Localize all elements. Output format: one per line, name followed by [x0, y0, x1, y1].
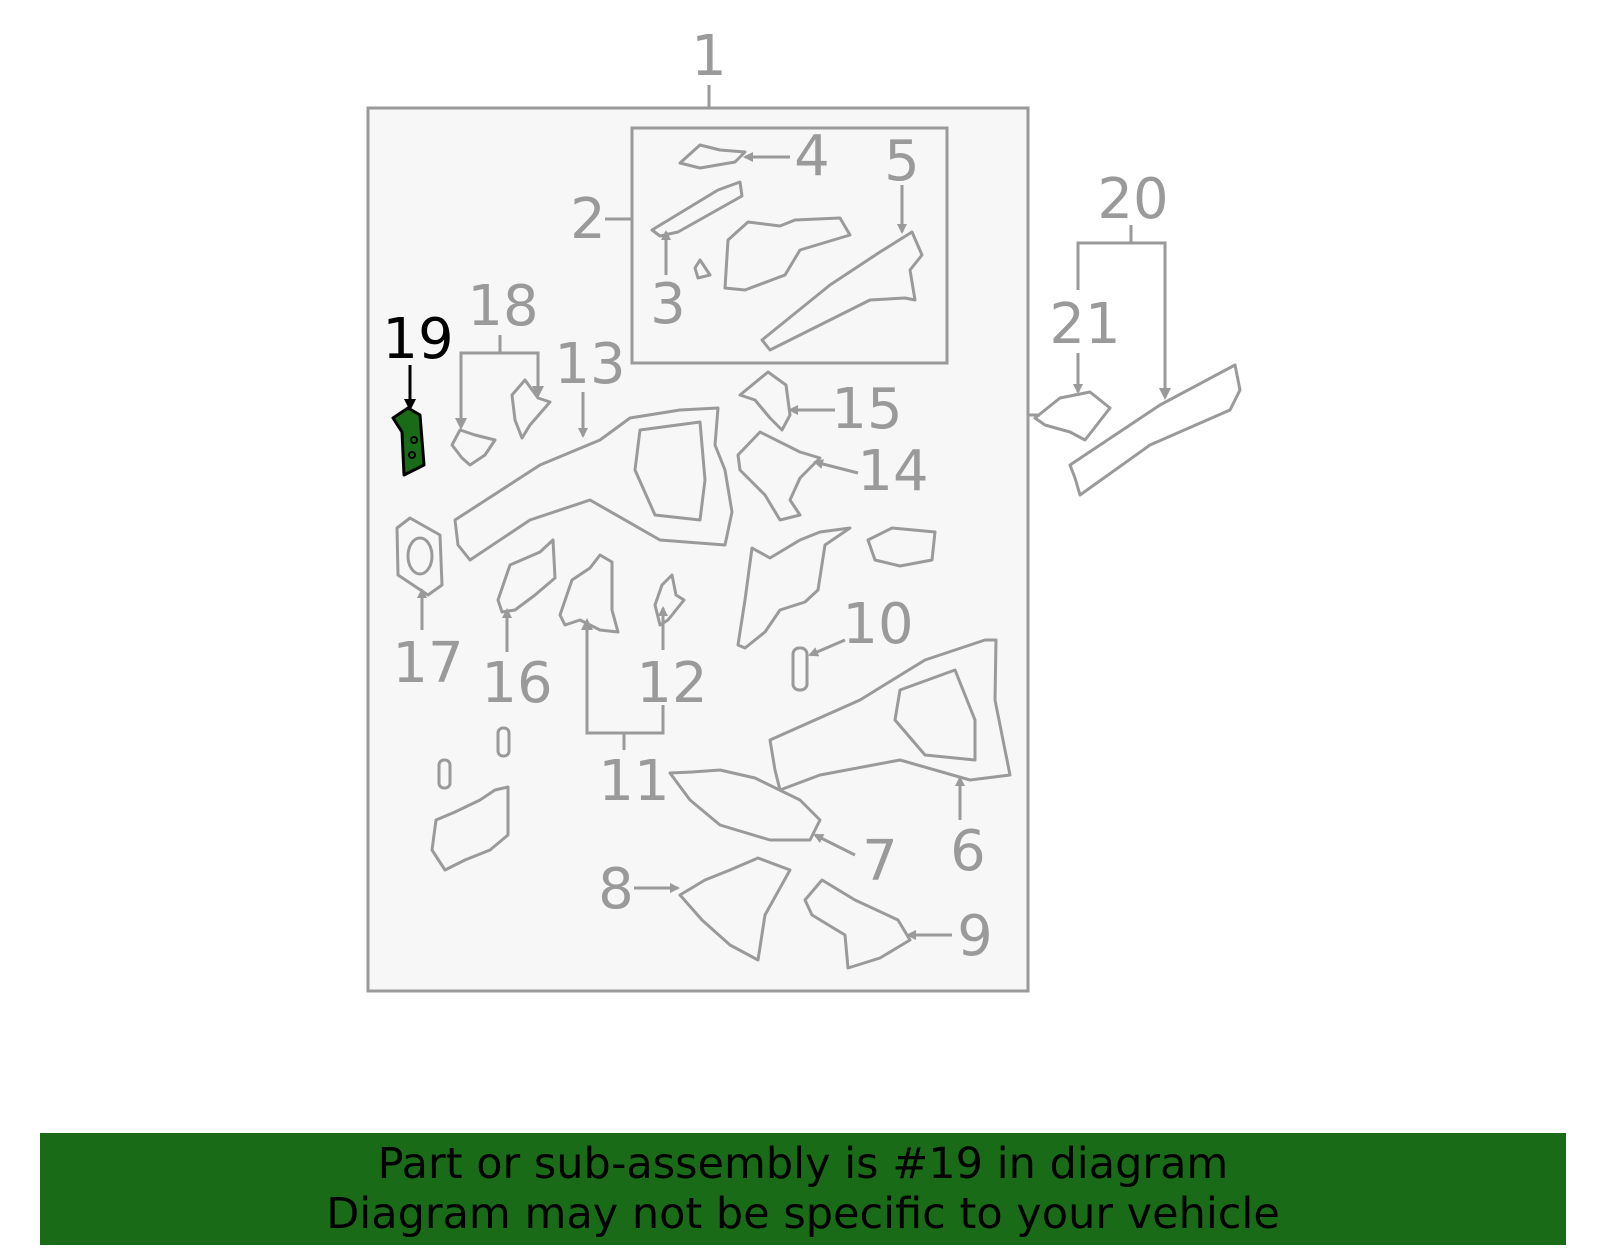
callout-3[interactable]: 3	[650, 272, 686, 337]
part-3-bit	[693, 258, 712, 280]
part-11a[interactable]	[558, 553, 620, 634]
leader-20-bracket	[1076, 241, 1167, 395]
callout-11[interactable]: 11	[598, 749, 669, 814]
part-18b[interactable]	[510, 378, 552, 440]
part-12[interactable]	[653, 573, 686, 627]
parts-diagram: 1 2 4 3 5 20 21 19 18 13 15 1	[366, 24, 1242, 993]
part-21[interactable]	[1033, 390, 1112, 442]
part-19-hole-2	[408, 451, 416, 459]
part-17[interactable]	[395, 516, 444, 597]
part-6-inner	[893, 668, 977, 762]
callout-14[interactable]: 14	[857, 439, 928, 504]
callout-18[interactable]: 18	[467, 274, 538, 339]
callout-13[interactable]: 13	[554, 332, 625, 397]
part-18a[interactable]	[450, 428, 497, 467]
arrowhead-18a	[455, 418, 467, 430]
callout-19[interactable]: 19	[382, 307, 453, 372]
banner-line-1: Part or sub-assembly is #19 in diagram	[377, 1139, 1229, 1189]
callout-8[interactable]: 8	[598, 857, 634, 922]
part-20[interactable]	[1068, 363, 1242, 497]
part-17-hole	[406, 536, 434, 576]
pin-center[interactable]	[496, 726, 511, 758]
callout-6[interactable]: 6	[950, 819, 986, 884]
shock-tower[interactable]	[723, 216, 852, 292]
bracket-lower-left[interactable]	[430, 785, 510, 872]
callout-5[interactable]: 5	[884, 129, 920, 194]
callout-21[interactable]: 21	[1049, 292, 1120, 357]
callout-2[interactable]: 2	[570, 187, 606, 252]
leader-10	[808, 638, 846, 657]
leader-14	[813, 459, 859, 475]
callout-17[interactable]: 17	[392, 631, 463, 696]
subassembly-frame	[630, 126, 949, 365]
banner-line-2: Diagram may not be specific to your vehi…	[326, 1189, 1280, 1239]
callout-1[interactable]: 1	[691, 24, 727, 89]
callout-16[interactable]: 16	[481, 651, 552, 716]
callout-9[interactable]: 9	[957, 904, 993, 969]
arrowhead-11	[581, 618, 593, 630]
pin-left[interactable]	[437, 758, 452, 790]
part-13-inner	[633, 420, 707, 522]
part-apron-brace[interactable]	[736, 526, 852, 650]
part-19-hole	[410, 436, 418, 444]
part-9[interactable]	[803, 878, 912, 970]
assembly-frame	[366, 106, 1030, 993]
callout-4[interactable]: 4	[794, 124, 830, 189]
part-19[interactable]	[391, 406, 426, 477]
leader-7	[813, 833, 856, 857]
part-7[interactable]	[668, 768, 822, 842]
callout-7[interactable]: 7	[862, 829, 898, 894]
part-13[interactable]	[453, 406, 734, 562]
callout-12[interactable]: 12	[636, 651, 707, 716]
part-10[interactable]	[791, 646, 809, 692]
info-banner: Part or sub-assembly is #19 in diagram D…	[40, 1133, 1566, 1245]
arrowhead-20	[1159, 388, 1171, 400]
part-15[interactable]	[738, 370, 792, 432]
part-14[interactable]	[736, 430, 822, 522]
part-3[interactable]	[650, 180, 744, 238]
part-8[interactable]	[678, 856, 792, 962]
callout-15[interactable]: 15	[831, 377, 902, 442]
callout-10[interactable]: 10	[842, 592, 913, 657]
part-5[interactable]	[760, 230, 924, 352]
arrowhead-18b	[532, 386, 544, 398]
bracket-small[interactable]	[866, 526, 937, 568]
callout-20[interactable]: 20	[1097, 167, 1168, 232]
